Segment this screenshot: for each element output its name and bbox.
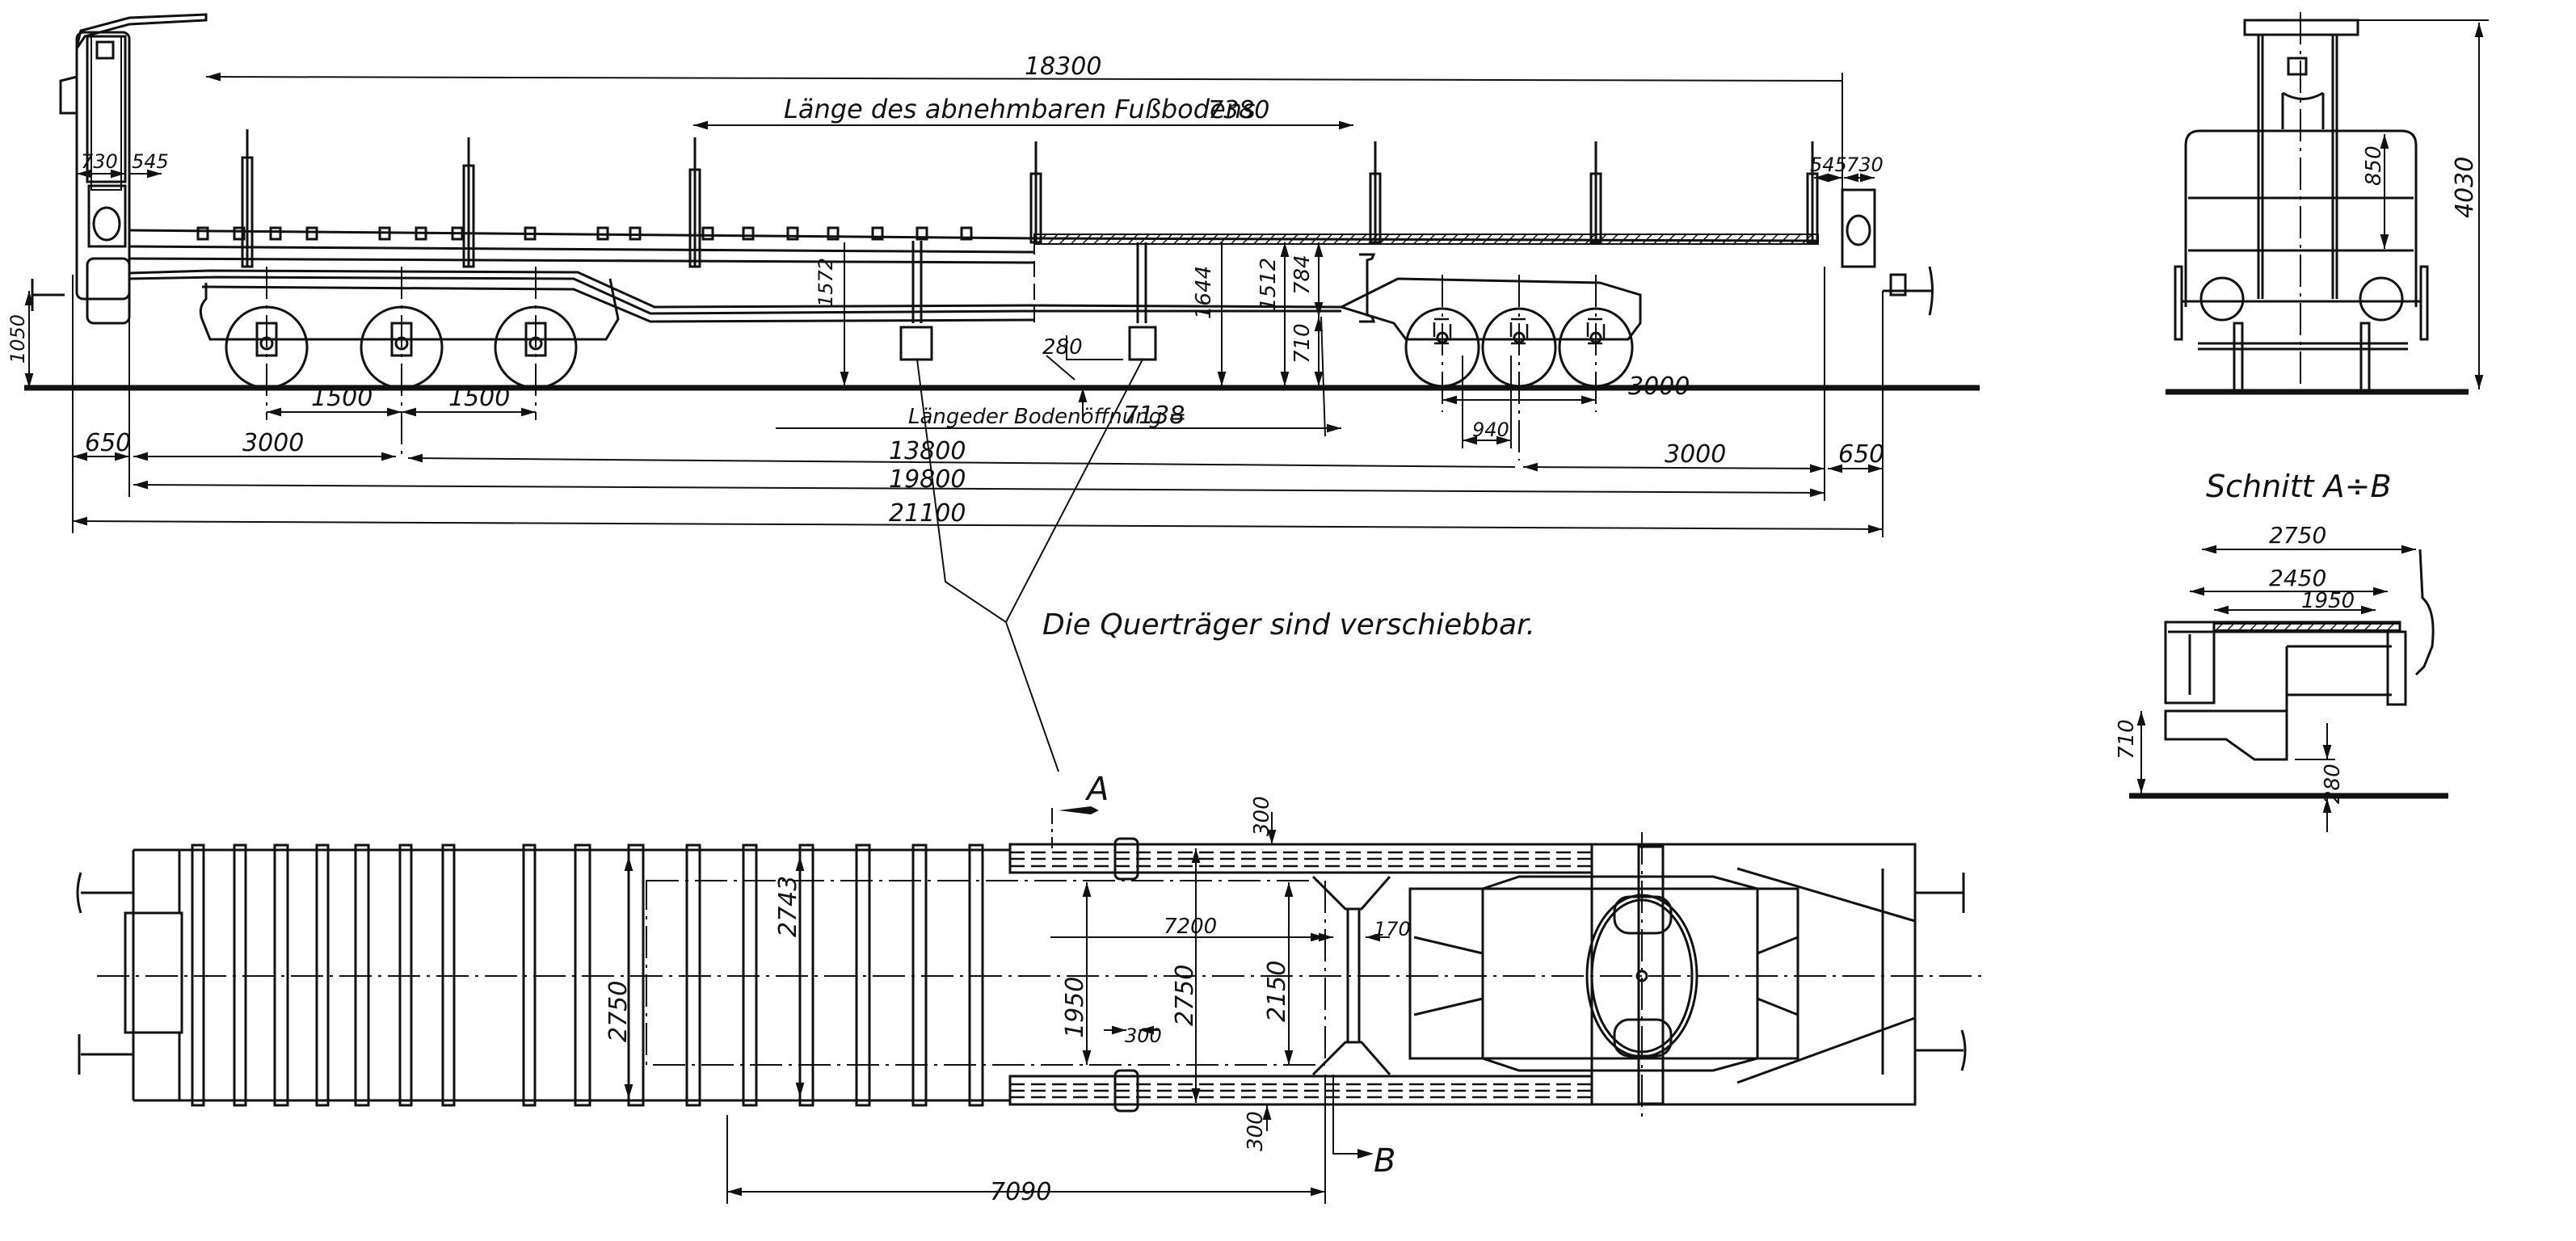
plan-buffer-bottom — [78, 1034, 133, 1075]
section-dim-2450: 2450 — [2269, 565, 2326, 591]
dim-4030: 4030 — [2451, 157, 2479, 218]
end-buffer-right — [2359, 276, 2404, 322]
side-dimension-lines — [24, 72, 1884, 772]
plan-cross-members — [191, 843, 984, 1107]
dim-1950: 1950 — [1061, 977, 1089, 1038]
removable-floor-hatch — [1033, 233, 1819, 245]
plan-view: 2750 2743 1950 300 2750 2150 7200 170 30… — [76, 771, 1988, 1206]
dim-650-left: 650 — [85, 429, 131, 457]
dim-1644: 1644 — [1192, 266, 1216, 319]
section-mark-b: B — [1374, 1142, 1395, 1180]
dim-545-right: 545 — [1810, 154, 1847, 176]
plan-buffer-right-top — [1915, 873, 1965, 913]
dim-7380: 7380 — [1208, 96, 1269, 124]
dim-7200: 7200 — [1164, 915, 1217, 939]
left-buffer — [31, 279, 65, 311]
section-dim-1950: 1950 — [2301, 589, 2355, 613]
dim-2150: 2150 — [1263, 961, 1291, 1022]
dim-940: 940 — [1472, 419, 1509, 441]
plan-bogie — [1408, 832, 1967, 1119]
dim-730-right: 730 — [1846, 154, 1884, 176]
dim-730-left: 730 — [81, 150, 118, 173]
stanchions — [241, 129, 1819, 268]
section-dim-710: 710 — [2115, 719, 2139, 759]
dim-7090: 7090 — [990, 1178, 1051, 1206]
cross-beam-right — [1128, 242, 1157, 361]
dim-21100: 21100 — [889, 499, 966, 528]
section-dim-2750: 2750 — [2269, 522, 2326, 549]
cross-beam-left — [899, 241, 933, 361]
end-buffer-left — [2199, 276, 2245, 322]
dim-7138: 7138 — [1123, 402, 1185, 430]
i-beam — [1359, 253, 1376, 323]
dim-170: 170 — [1374, 918, 1411, 940]
right-bogie — [31, 188, 1934, 461]
dim-2750-left: 2750 — [604, 981, 633, 1042]
dim-784: 784 — [1290, 255, 1315, 295]
dim-3000-right-wheelbase: 3000 — [1628, 372, 1690, 401]
dim-3000-right: 3000 — [1665, 440, 1726, 469]
dim-300-bottom: 300 — [1244, 1111, 1268, 1151]
dim-1500-b: 1500 — [448, 384, 510, 412]
section-title: Schnitt A÷B — [2206, 469, 2392, 504]
dim-3000-left: 3000 — [242, 429, 304, 457]
side-view: 18300 Länge des abnehmbaren Fußbodens 73… — [6, 13, 1980, 772]
deck-blocks-left — [196, 226, 973, 241]
plan-dimension-lines — [624, 806, 1390, 1204]
removable-floor-label: Länge des abnehmbaren Fußbodens — [784, 94, 1256, 124]
dim-18300: 18300 — [1025, 53, 1101, 81]
dim-1500-a: 1500 — [311, 384, 373, 412]
plan-buffer-top — [76, 872, 133, 914]
dim-1572: 1572 — [814, 258, 837, 307]
dim-13800: 13800 — [889, 437, 966, 465]
section-mark-a: A — [1084, 771, 1109, 808]
dim-850: 850 — [2362, 145, 2386, 186]
floor-opening-outline — [646, 880, 1326, 1066]
cross-beam-note: Die Querträger sind verschiebbar. — [1042, 608, 1535, 642]
section-view: Schnitt A÷B 2750 2450 1950 710 280 — [2115, 469, 2448, 832]
dim-300-mid: 300 — [1125, 1024, 1162, 1047]
plan-side-beams — [1008, 837, 1593, 1113]
dim-19800: 19800 — [889, 465, 966, 494]
end-view: 4030 850 — [2166, 12, 2489, 400]
dim-545-left: 545 — [132, 150, 169, 173]
dim-280: 280 — [1042, 335, 1083, 360]
dim-650-right: 650 — [1838, 440, 1884, 469]
dim-2743: 2743 — [774, 876, 802, 937]
section-dim-280: 280 — [2321, 764, 2345, 804]
left-bogie — [199, 267, 620, 461]
dim-710: 710 — [1290, 323, 1315, 364]
floor-opening-label: Längeder Bodenöffnung = — [908, 405, 1186, 429]
dim-1512: 1512 — [1256, 258, 1281, 311]
plan-buffer-right-bottom — [1915, 1029, 1967, 1071]
dim-buffer-height: 1050 — [6, 314, 29, 364]
dim-2750-mid: 2750 — [1171, 965, 1199, 1026]
left-end-frame — [59, 13, 208, 325]
buffer-disc — [92, 206, 121, 242]
plan-end-block — [124, 911, 183, 1034]
dim-300-top: 300 — [1250, 796, 1274, 836]
